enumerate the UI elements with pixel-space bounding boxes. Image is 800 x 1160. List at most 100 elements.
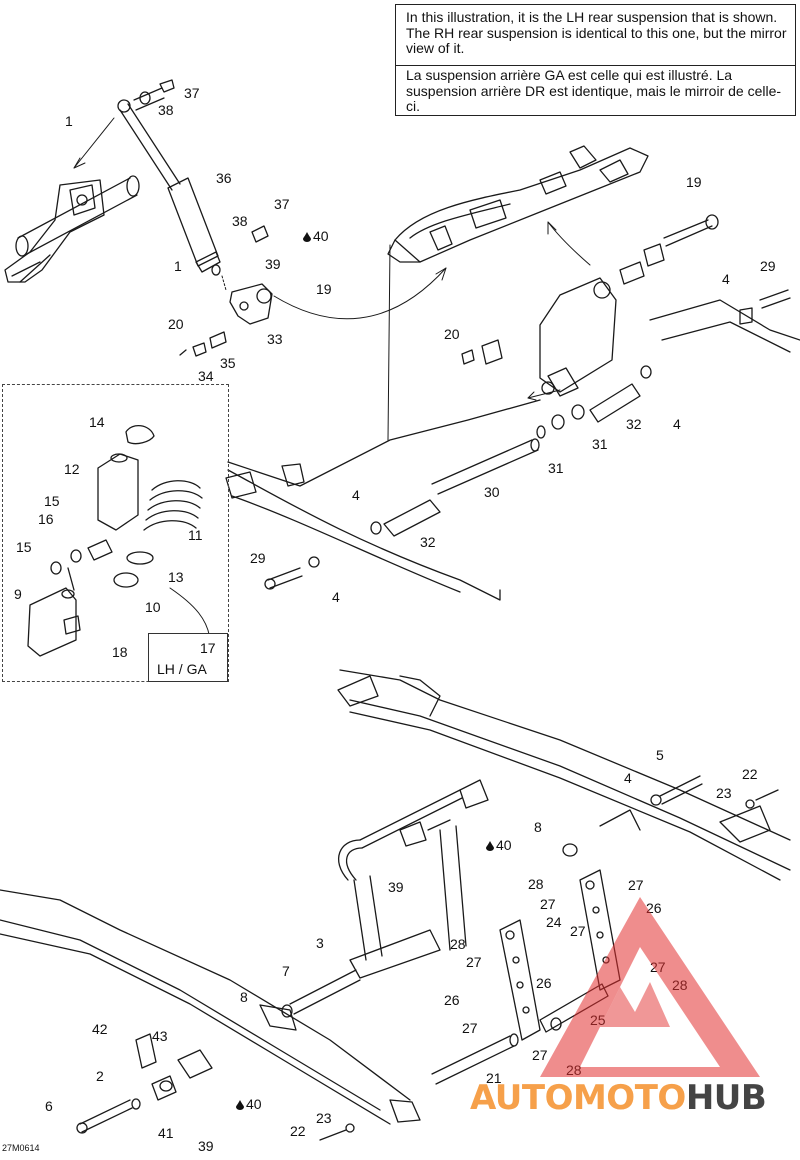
oil-drop-icon xyxy=(303,232,311,242)
callout-8: 8 xyxy=(240,990,248,1004)
callout-number: 26 xyxy=(536,975,552,991)
callout-number: 43 xyxy=(152,1028,168,1044)
watermark-text-part1: AUTOMOTO xyxy=(470,1078,686,1118)
callout-26: 26 xyxy=(444,993,460,1007)
callout-number: 3 xyxy=(316,935,324,951)
inset-frame xyxy=(2,384,229,682)
callout-number: 17 xyxy=(200,640,216,656)
callout-18: 18 xyxy=(112,645,128,659)
lh-ga-box: LH / GA xyxy=(148,633,228,682)
callout-number: 18 xyxy=(112,644,128,660)
callout-number: 20 xyxy=(444,326,460,342)
callout-38: 38 xyxy=(158,103,174,117)
callout-number: 22 xyxy=(742,766,758,782)
callout-number: 28 xyxy=(450,936,466,952)
axle-7 xyxy=(281,969,519,1085)
callout-13: 13 xyxy=(168,570,184,584)
callout-39: 39 xyxy=(265,257,281,271)
left-rail xyxy=(0,889,421,1125)
callout-number: 4 xyxy=(352,487,360,503)
rear-shock-main xyxy=(461,214,791,401)
callout-5: 5 xyxy=(656,748,664,762)
callout-1: 1 xyxy=(65,114,73,128)
callout-number: 19 xyxy=(316,281,332,297)
front-bolts xyxy=(76,775,779,1141)
callout-32: 32 xyxy=(420,535,436,549)
callout-31: 31 xyxy=(592,437,608,451)
inset-shock-parts xyxy=(27,425,211,660)
shock-bracket-33 xyxy=(179,225,447,357)
callout-39: 39 xyxy=(388,880,404,894)
callout-15: 15 xyxy=(16,540,32,554)
callout-number: 40 xyxy=(246,1096,262,1112)
callout-number: 26 xyxy=(444,992,460,1008)
callout-12: 12 xyxy=(64,462,80,476)
callout-number: 23 xyxy=(716,785,732,801)
note-divider xyxy=(396,65,795,66)
callout-37: 37 xyxy=(274,197,290,211)
callout-20: 20 xyxy=(168,317,184,331)
oil-drop-icon xyxy=(236,1100,244,1110)
callout-number: 34 xyxy=(198,368,214,384)
callout-43: 43 xyxy=(152,1029,168,1043)
callout-42: 42 xyxy=(92,1022,108,1036)
rear-shock-36 xyxy=(73,79,221,273)
callout-23: 23 xyxy=(316,1111,332,1125)
callout-14: 14 xyxy=(89,415,105,429)
callout-41: 41 xyxy=(158,1126,174,1140)
callout-number: 27 xyxy=(466,954,482,970)
callout-32: 32 xyxy=(626,417,642,431)
note-english: In this illustration, it is the LH rear … xyxy=(406,9,787,56)
callout-11: 11 xyxy=(188,528,203,542)
callout-number: 30 xyxy=(484,484,500,500)
callout-26: 26 xyxy=(536,976,552,990)
callout-number: 6 xyxy=(45,1098,53,1114)
callout-29: 29 xyxy=(250,551,266,565)
callout-number: 36 xyxy=(216,170,232,186)
callout-27: 27 xyxy=(462,1021,478,1035)
callout-number: 29 xyxy=(760,258,776,274)
callout-34: 34 xyxy=(198,369,214,383)
callout-26: 26 xyxy=(646,901,662,915)
callout-number: 27 xyxy=(540,896,556,912)
right-rail xyxy=(337,669,791,881)
watermark-logo: AUTOMOTOHUB xyxy=(470,877,800,1118)
callout-number: 9 xyxy=(14,586,22,602)
callout-23: 23 xyxy=(716,786,732,800)
callout-number: 19 xyxy=(686,174,702,190)
drawing-code: 27M0614 xyxy=(2,1143,40,1153)
callout-number: 40 xyxy=(496,837,512,853)
note-box: In this illustration, it is the LH rear … xyxy=(395,4,796,116)
watermark-text: AUTOMOTOHUB xyxy=(470,1078,767,1118)
callout-number: 13 xyxy=(168,569,184,585)
callout-2: 2 xyxy=(96,1069,104,1083)
callout-30: 30 xyxy=(484,485,500,499)
callout-number: 27 xyxy=(462,1020,478,1036)
note-french: La suspension arrière GA est celle qui e… xyxy=(406,67,782,114)
callout-number: 1 xyxy=(174,258,182,274)
callout-27: 27 xyxy=(466,955,482,969)
callout-19: 19 xyxy=(316,282,332,296)
callout-6: 6 xyxy=(45,1099,53,1113)
callout-40: 40 xyxy=(303,229,329,243)
callout-22: 22 xyxy=(742,767,758,781)
callout-number: 14 xyxy=(89,414,105,430)
callout-number: 20 xyxy=(168,316,184,332)
callout-37: 37 xyxy=(184,86,200,100)
callout-35: 35 xyxy=(220,356,236,370)
callout-number: 38 xyxy=(158,102,174,118)
callout-number: 33 xyxy=(267,331,283,347)
callout-40: 40 xyxy=(236,1097,262,1111)
callout-number: 38 xyxy=(232,213,248,229)
callout-4: 4 xyxy=(332,590,340,604)
callout-40: 40 xyxy=(486,838,512,852)
callout-8: 8 xyxy=(534,820,542,834)
callout-number: 27 xyxy=(532,1047,548,1063)
callout-number: 12 xyxy=(64,461,80,477)
callout-number: 7 xyxy=(282,963,290,979)
rear-arm-assembly xyxy=(387,145,649,441)
callout-number: 31 xyxy=(592,436,608,452)
callout-38: 38 xyxy=(232,214,248,228)
callout-19: 19 xyxy=(686,175,702,189)
